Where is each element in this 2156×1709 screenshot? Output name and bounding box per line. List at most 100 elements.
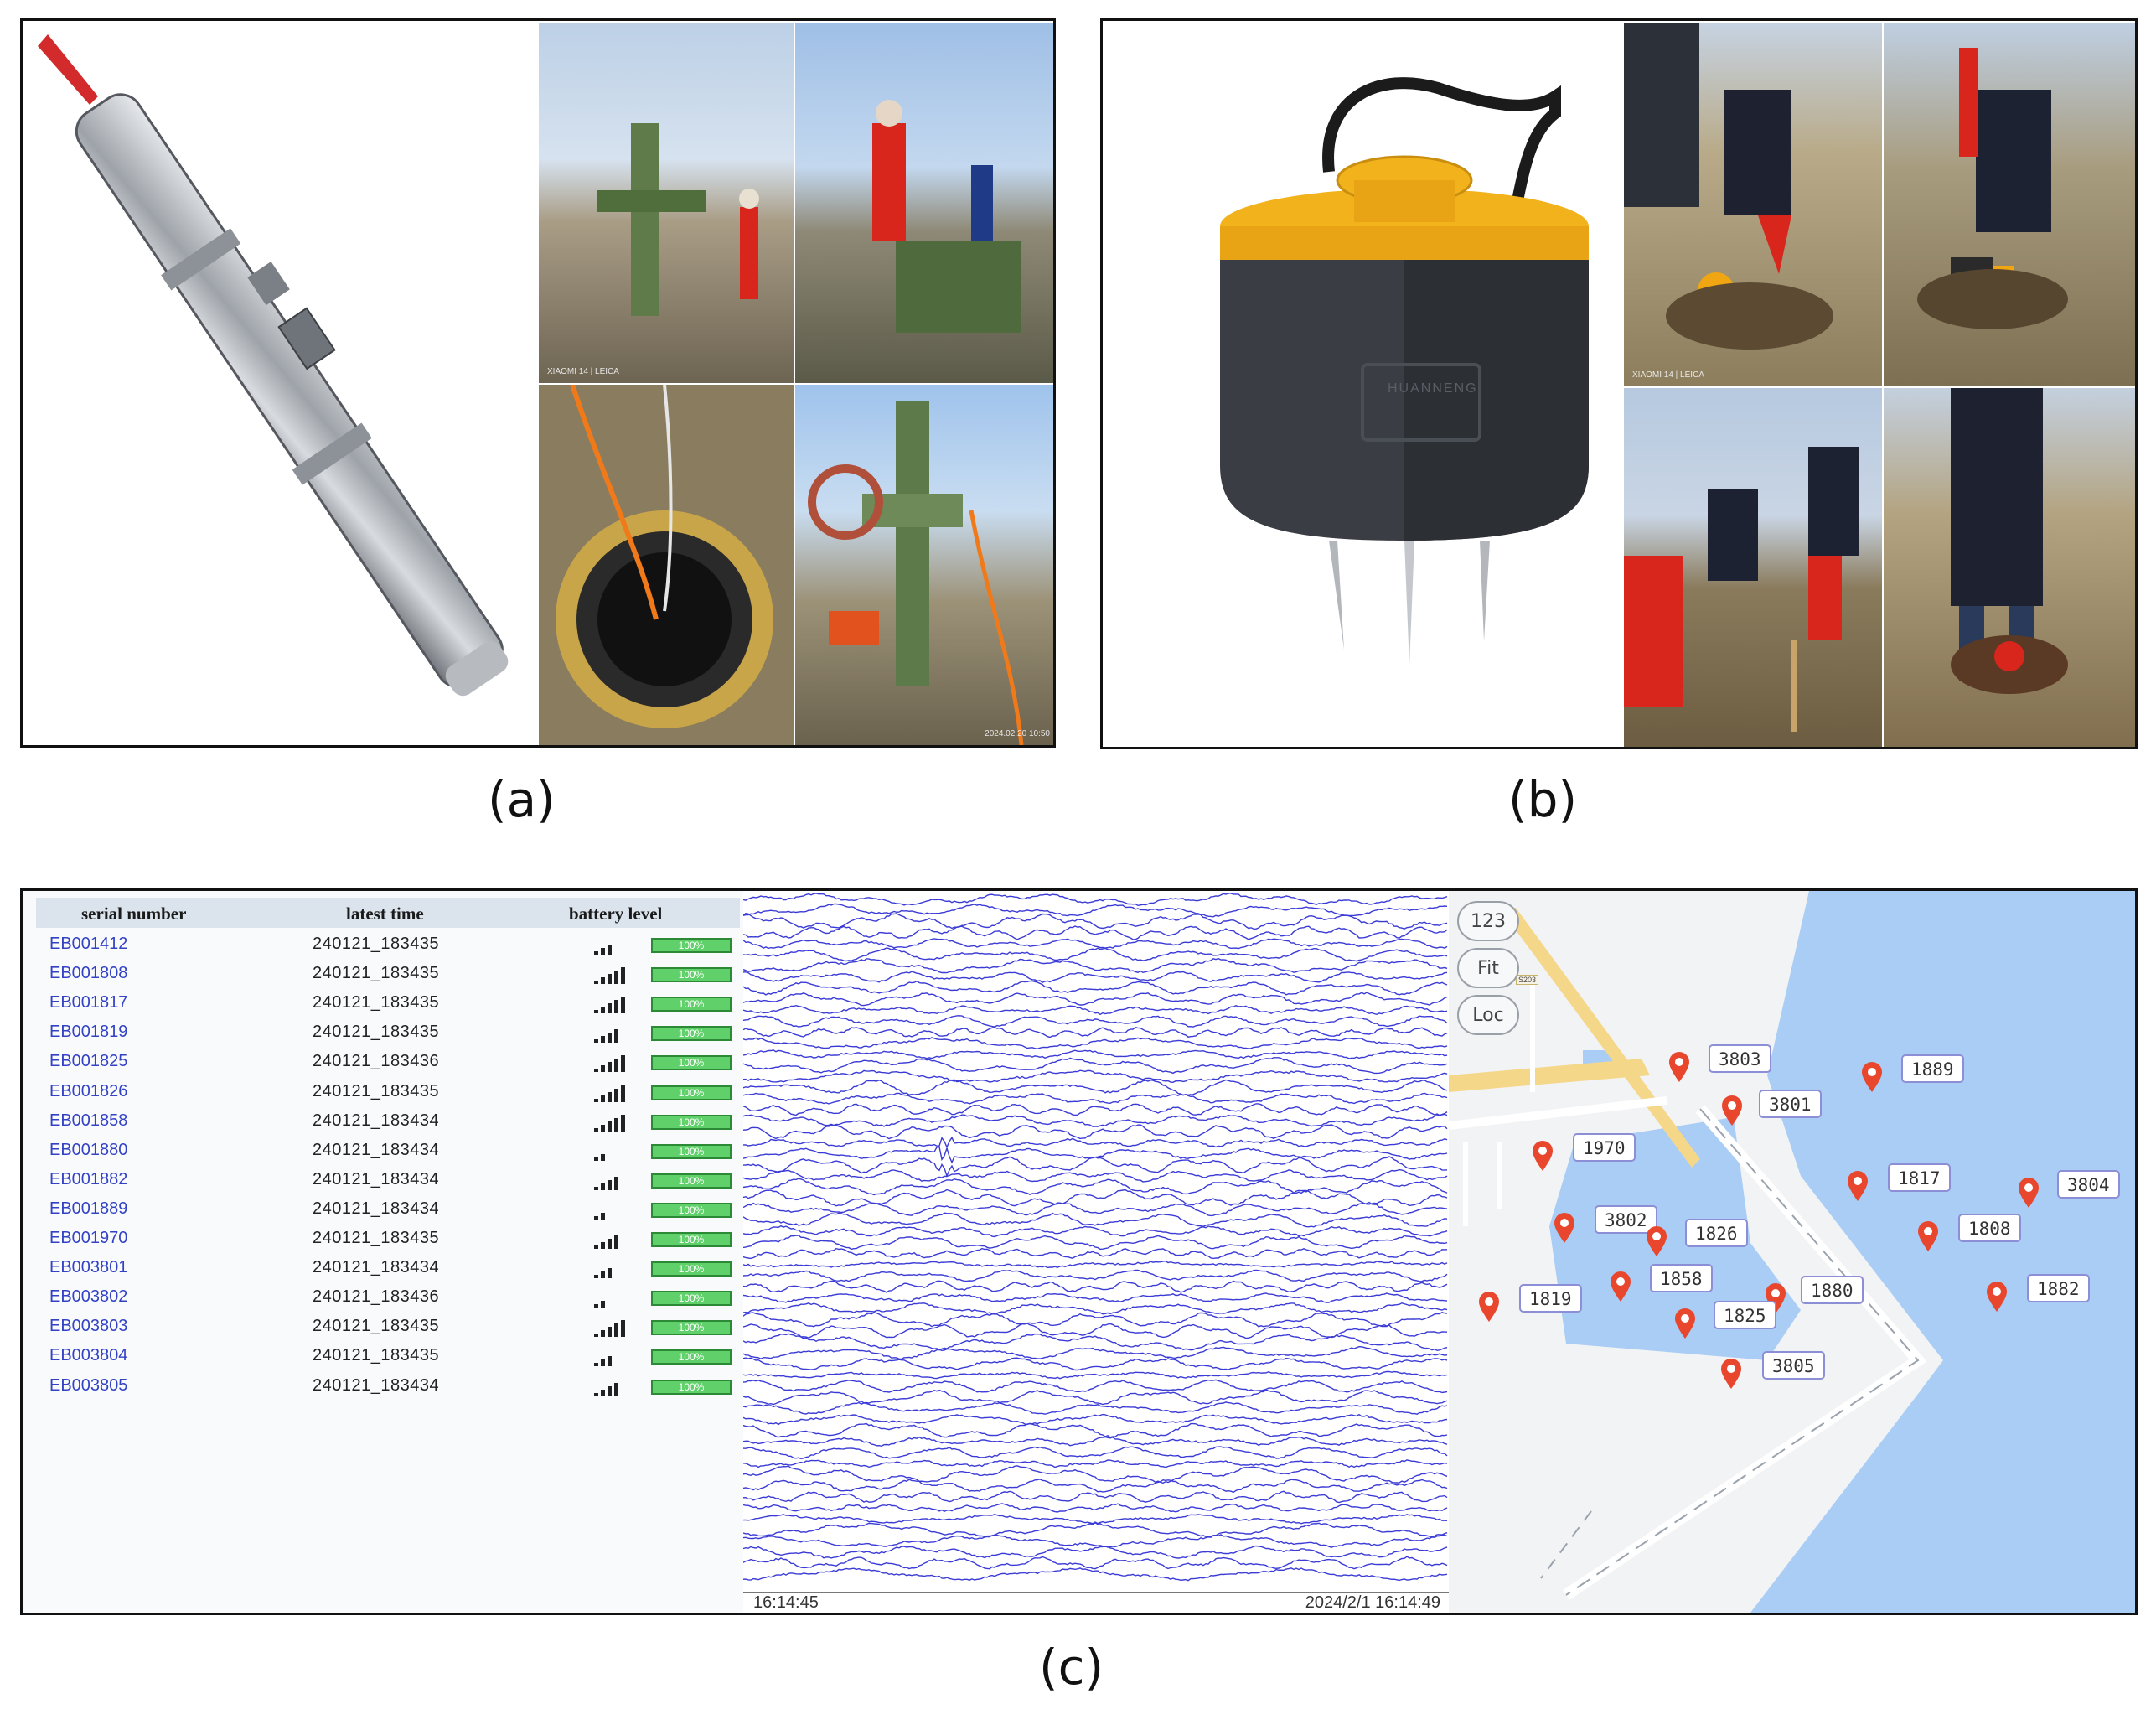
serial-number-link[interactable]: EB001880 [49,1140,128,1159]
station-pin-icon[interactable] [1643,1225,1670,1258]
battery-level-badge: 100% [651,1291,732,1307]
waveform-trace [743,1026,1448,1038]
latest-time-cell: 240121_183434 [313,1258,440,1277]
station-label[interactable]: 1882 [2027,1274,2090,1302]
latest-time-cell: 240121_183435 [313,993,440,1012]
station-pin-icon[interactable] [1859,1060,1885,1094]
station-label[interactable]: 1826 [1685,1219,1748,1247]
map-zoom-level-button[interactable]: 123 [1457,901,1519,941]
caption-a: (a) [488,771,556,828]
station-label[interactable]: 1817 [1888,1163,1951,1192]
map-locate-button[interactable]: Loc [1457,995,1519,1035]
serial-number-link[interactable]: EB001970 [49,1229,128,1247]
serial-number-link[interactable]: EB001412 [49,935,128,953]
waveform-trace [743,1370,1448,1380]
station-label[interactable]: 3804 [2057,1170,2120,1199]
station-pin-icon[interactable] [1983,1280,2010,1313]
waveform-trace [743,1401,1448,1415]
signal-strength-icon [594,1024,636,1044]
battery-level-badge: 100% [651,1114,732,1130]
serial-number-link[interactable]: EB001819 [49,1023,128,1042]
waveform-start-time: 16:14:45 [753,1593,819,1612]
waveform-trace [743,1446,1448,1460]
station-pin-icon[interactable] [1844,1169,1871,1203]
serial-number-link[interactable]: EB001889 [49,1199,128,1218]
waveform-trace [743,1567,1448,1582]
serial-number-link[interactable]: EB001817 [49,993,128,1012]
serial-number-link[interactable]: EB001826 [49,1081,128,1100]
station-pin-icon[interactable] [1529,1139,1556,1173]
map-fit-button[interactable]: Fit [1457,948,1519,988]
waveform-trace [743,1168,1448,1183]
station-label[interactable]: 3803 [1709,1044,1771,1073]
station-pin-icon[interactable] [1607,1270,1634,1303]
station-label[interactable]: 1970 [1573,1133,1636,1162]
station-pin-icon[interactable] [1915,1220,1941,1253]
serial-number-link[interactable]: EB003801 [49,1258,128,1277]
timestamp-watermark: 2024.02.20 10:50 [985,729,1050,738]
waveform-trace [743,1545,1448,1559]
latest-time-cell: 240121_183434 [313,1169,440,1189]
waveform-trace [743,1178,1448,1196]
waveform-trace [743,1156,1448,1178]
station-label[interactable]: 1858 [1650,1264,1713,1292]
station-pin-icon[interactable] [1672,1307,1698,1340]
serial-number-link[interactable]: EB003803 [49,1317,128,1336]
station-pin-icon[interactable] [1666,1050,1693,1084]
latest-time-cell: 240121_183435 [313,1081,440,1100]
station-pin-icon[interactable] [1719,1094,1745,1127]
serial-number-link[interactable]: EB001858 [49,1111,128,1130]
waveform-trace [743,1004,1448,1016]
serial-number-link[interactable]: EB001825 [49,1052,128,1071]
battery-level-badge: 100% [651,1349,732,1365]
station-label[interactable]: 3801 [1759,1090,1822,1118]
serial-number-link[interactable]: EB001882 [49,1169,128,1189]
latest-time-cell: 240121_183434 [313,1375,440,1395]
station-label[interactable]: 1819 [1519,1284,1582,1313]
station-label[interactable]: 3802 [1595,1205,1657,1234]
waveform-trace [743,1292,1448,1303]
station-label[interactable]: 3805 [1762,1351,1825,1380]
signal-strength-icon [594,1378,636,1396]
waveform-trace [743,912,1448,930]
waveform-trace [743,1260,1448,1269]
serial-number-link[interactable]: EB003802 [49,1287,128,1307]
serial-number-link[interactable]: EB001808 [49,964,128,983]
waveform-panel: 16:14:45 2024/2/1 16:14:49 [743,891,1449,1613]
serial-number-link[interactable]: EB003805 [49,1375,128,1395]
station-label[interactable]: 1808 [1958,1214,2021,1242]
waveform-trace [743,992,1448,1007]
waveform-trace [743,1302,1448,1315]
signal-strength-icon [594,1260,636,1279]
serial-number-link[interactable]: EB003804 [49,1346,128,1365]
station-pin-icon[interactable] [1551,1211,1578,1245]
station-pin-icon[interactable] [1718,1357,1745,1391]
signal-strength-icon [594,1348,636,1367]
station-label[interactable]: 1889 [1901,1054,1964,1083]
waveform-trace [743,1092,1448,1105]
waveform-trace [743,1201,1448,1217]
station-pin-icon[interactable] [1476,1290,1502,1323]
station-label[interactable]: 1880 [1801,1276,1864,1304]
station-pin-icon[interactable] [2015,1176,2042,1209]
waveform-trace [743,1146,1448,1164]
station-label[interactable]: 1825 [1714,1301,1776,1329]
waveform-trace [743,971,1448,983]
